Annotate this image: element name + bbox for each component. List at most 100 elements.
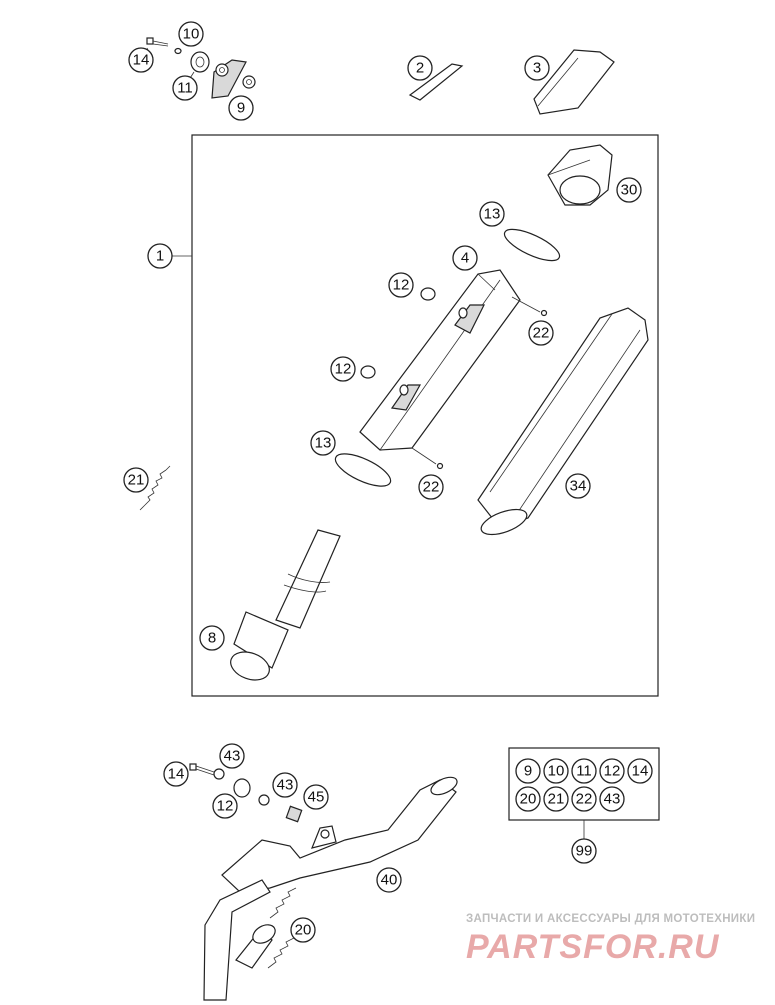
svg-text:22: 22 (576, 791, 593, 808)
muffler-assembly-frame (191, 134, 659, 697)
heat-shield-part-3 (533, 49, 615, 115)
callout-8: 8 (199, 625, 225, 651)
nut-part-top (242, 75, 256, 89)
svg-text:13: 13 (484, 206, 501, 223)
watermark-brand: PARTSFOR.RU (466, 928, 720, 966)
svg-text:12: 12 (604, 763, 621, 780)
callout-22-lower: 22 (418, 474, 444, 500)
kit-item-20: 20 (515, 786, 541, 812)
washer-part-43-lower (258, 794, 270, 806)
kit-item-9: 9 (515, 758, 541, 784)
manifold-part-40 (203, 776, 458, 1001)
screw-part-22-lower (411, 447, 444, 470)
rubber-grommet-part-11-top (190, 51, 210, 73)
svg-text:12: 12 (393, 277, 410, 294)
svg-text:14: 14 (168, 766, 185, 783)
spring-part-20-lower (267, 937, 295, 969)
svg-text:13: 13 (315, 435, 332, 452)
callout-30: 30 (616, 177, 642, 203)
callout-12-lower: 12 (330, 356, 356, 382)
callout-3: 3 (524, 55, 550, 81)
svg-text:2: 2 (416, 60, 424, 77)
svg-text:11: 11 (177, 80, 193, 97)
callout-40: 40 (376, 867, 402, 893)
svg-text:4: 4 (461, 250, 469, 267)
svg-text:10: 10 (183, 26, 200, 43)
callout-22-upper: 22 (528, 320, 554, 346)
callout-20: 20 (290, 917, 316, 943)
kit-item-11: 11 (571, 758, 597, 784)
bracket-part-9-top (211, 59, 247, 99)
muffler-body-part-4 (359, 269, 521, 451)
callout-34: 34 (565, 473, 591, 499)
kit-item-10: 10 (543, 758, 569, 784)
callout-9-top: 9 (228, 95, 254, 121)
svg-text:34: 34 (570, 478, 587, 495)
svg-text:11: 11 (576, 763, 592, 780)
washer-part-43-upper (213, 768, 225, 780)
rubber-grommet-part-12-bottom (233, 778, 251, 798)
callout-11: 11 (172, 75, 198, 101)
gasket-part-13-upper (503, 228, 561, 262)
muffler-part-34 (477, 307, 649, 536)
svg-text:1: 1 (156, 248, 164, 265)
rubber-grommet-part-12-lower (360, 365, 376, 379)
callout-14-lower: 14 (163, 761, 189, 787)
svg-text:3: 3 (533, 60, 541, 77)
callout-43-upper: 43 (219, 743, 245, 769)
svg-text:9: 9 (524, 763, 532, 780)
svg-text:22: 22 (533, 325, 550, 342)
callout-99: 99 (571, 838, 597, 864)
end-cap-part-30 (547, 144, 613, 206)
svg-text:40: 40 (381, 872, 398, 889)
callout-14-top: 14 (128, 47, 154, 73)
svg-text:21: 21 (128, 472, 145, 489)
svg-text:30: 30 (621, 182, 638, 199)
svg-text:12: 12 (217, 798, 234, 815)
spring-part-20-upper (269, 887, 297, 919)
svg-text:45: 45 (308, 789, 325, 806)
svg-text:9: 9 (237, 100, 245, 117)
callout-10: 10 (178, 21, 204, 47)
kit-item-12: 12 (599, 758, 625, 784)
kit-item-43: 43 (599, 786, 625, 812)
bolt-part-14-lower (189, 763, 215, 776)
callout-13-upper: 13 (479, 201, 505, 227)
svg-text:14: 14 (133, 52, 150, 69)
svg-text:21: 21 (548, 791, 565, 808)
svg-text:8: 8 (208, 630, 216, 647)
svg-text:10: 10 (548, 763, 565, 780)
washer-part-10-top (174, 47, 182, 55)
svg-text:99: 99 (576, 843, 593, 860)
callout-12-upper: 12 (388, 272, 414, 298)
callout-1: 1 (147, 243, 173, 269)
svg-text:43: 43 (277, 777, 294, 794)
nut-part-45 (285, 805, 303, 823)
callout-13-lower: 13 (310, 430, 336, 456)
svg-text:43: 43 (224, 748, 241, 765)
callout-2: 2 (407, 55, 433, 81)
bolt-part-14-top (146, 37, 169, 47)
screw-part-22-upper (511, 296, 548, 317)
callout-12-bottom: 12 (212, 793, 238, 819)
svg-text:20: 20 (295, 922, 312, 939)
callout-21: 21 (123, 467, 149, 493)
header-pipe-part-8 (230, 529, 341, 681)
spring-part-21 (139, 465, 171, 511)
gasket-part-2 (408, 63, 464, 101)
kit-item-14: 14 (627, 758, 653, 784)
watermark-tagline: ЗАПЧАСТИ И АКСЕССУАРЫ ДЛЯ МОТОТЕХНИКИ (466, 913, 755, 925)
svg-text:12: 12 (335, 361, 352, 378)
svg-text:14: 14 (632, 763, 649, 780)
callout-4: 4 (452, 245, 478, 271)
kit-item-21: 21 (543, 786, 569, 812)
callout-43-lower: 43 (272, 772, 298, 798)
svg-text:43: 43 (604, 791, 621, 808)
svg-text:20: 20 (520, 791, 537, 808)
svg-text:22: 22 (423, 479, 440, 496)
rubber-grommet-part-12-upper (420, 287, 436, 301)
kit-item-22: 22 (571, 786, 597, 812)
gasket-part-13-lower (334, 453, 392, 487)
callout-45: 45 (303, 784, 329, 810)
